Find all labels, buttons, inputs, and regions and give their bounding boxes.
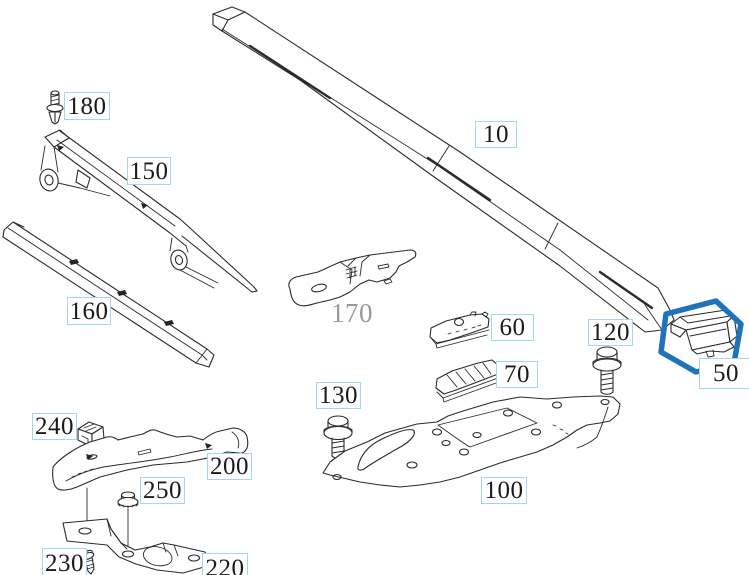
callout-180[interactable]: 180	[64, 92, 110, 120]
callout-250[interactable]: 250	[140, 477, 185, 504]
callout-200[interactable]: 200	[207, 453, 252, 480]
part-100-drawing[interactable]	[322, 395, 621, 488]
callout-240[interactable]: 240	[32, 413, 77, 440]
callout-220[interactable]: 220	[202, 553, 248, 575]
callout-120[interactable]: 120	[588, 319, 633, 346]
part-150-drawing[interactable]	[37, 129, 258, 293]
callout-50[interactable]: 50	[699, 358, 749, 389]
part-160-drawing[interactable]	[2, 221, 215, 368]
part-200-drawing[interactable]	[52, 427, 249, 491]
callout-160[interactable]: 160	[67, 297, 111, 325]
callout-70[interactable]: 70	[496, 361, 538, 388]
part-170-drawing[interactable]	[288, 249, 417, 307]
part-220-drawing[interactable]	[62, 518, 212, 574]
callout-10[interactable]: 10	[475, 121, 517, 148]
part-250-drawing[interactable]	[117, 491, 139, 509]
part-50-drawing[interactable]	[670, 309, 738, 358]
callout-170[interactable]: 170	[331, 297, 373, 328]
part-50-highlight	[658, 298, 744, 375]
callout-130[interactable]: 130	[316, 382, 361, 409]
part-70-drawing[interactable]	[435, 359, 500, 403]
part-180-drawing[interactable]	[46, 90, 64, 125]
callout-100[interactable]: 100	[481, 477, 527, 504]
part-50-highlight-outline	[658, 298, 744, 375]
callout-60[interactable]: 60	[491, 314, 534, 341]
part-120-drawing[interactable]	[592, 346, 622, 395]
part-10-drawing[interactable]	[212, 6, 675, 333]
callout-150[interactable]: 150	[127, 157, 171, 185]
part-60-drawing[interactable]	[429, 311, 490, 349]
callout-230[interactable]: 230	[42, 548, 87, 575]
